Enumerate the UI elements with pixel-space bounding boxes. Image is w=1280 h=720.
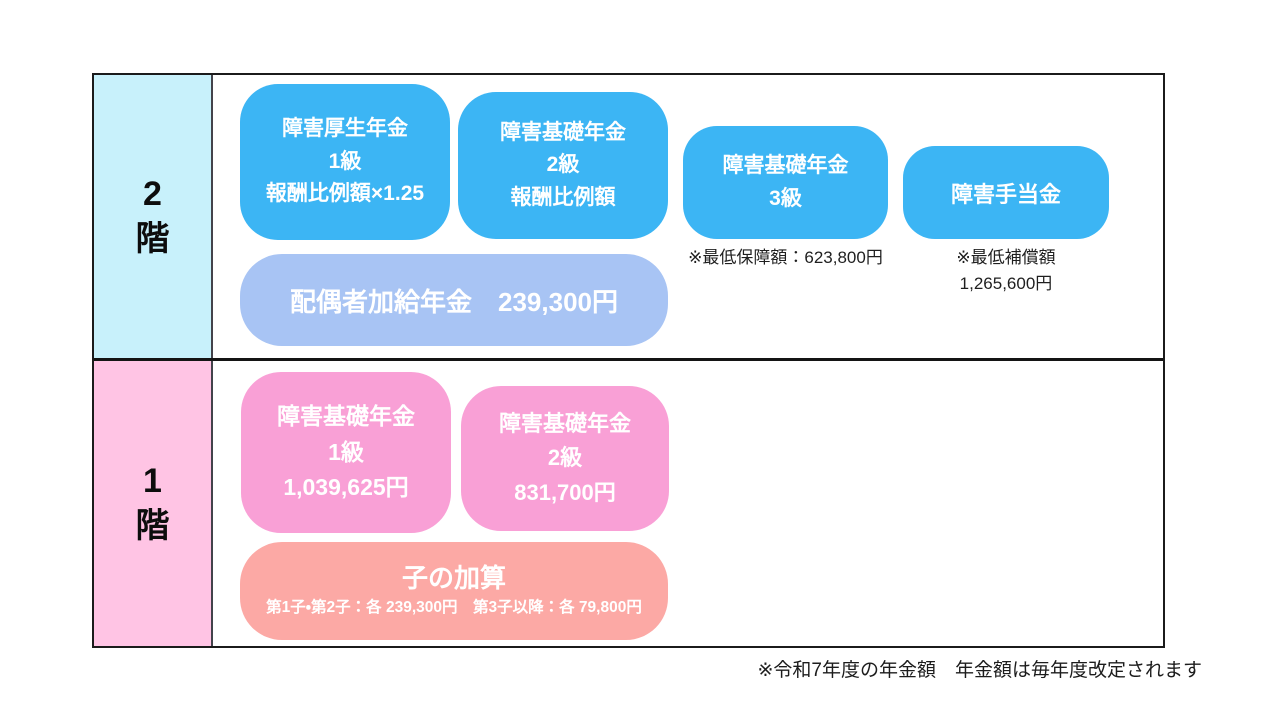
year-revision-footnote: ※令和7年度の年金額 年金額は毎年度改定されます: [757, 660, 1203, 681]
floor-divider-line: [94, 358, 1163, 361]
box-line: 2級: [546, 153, 580, 177]
box-line: 配偶者加給年金 239,300円: [290, 286, 618, 317]
box-kiso-nenkin-2kyu-lower: 障害基礎年金 2級 831,700円: [461, 386, 669, 531]
box-line: 3級: [769, 186, 802, 210]
box-kiso-nenkin-1kyu-lower: 障害基礎年金 1級 1,039,625円: [241, 372, 451, 533]
box-line: 1級: [328, 149, 362, 173]
box-line: 報酬比例額×1.25: [265, 182, 425, 206]
note-line: ※最低補償額: [956, 248, 1056, 267]
floor-1-number: 1: [143, 461, 162, 500]
box-spouse-addition: 配偶者加給年金 239,300円: [240, 254, 668, 346]
note-line: 1,265,600円: [959, 274, 1053, 294]
box-line: 障害厚生年金: [282, 117, 408, 141]
note-minimum-guarantee: ※最低保障額：623,800円: [688, 248, 883, 267]
box-line: 障害基礎年金: [498, 411, 631, 437]
box-line: 2級: [547, 445, 583, 471]
child-addition-title: 子の加算: [401, 563, 506, 594]
box-line: 障害基礎年金: [277, 403, 415, 430]
box-line: 障害基礎年金: [500, 120, 626, 144]
floor-1-cell: 1 階: [94, 361, 213, 646]
box-line: 障害基礎年金: [722, 153, 849, 177]
box-line: 1,039,625円: [283, 474, 409, 501]
note-minimum-compensation: ※最低補償額 1,265,600円: [903, 245, 1109, 298]
floor-2-kanji: 階: [135, 219, 170, 258]
floor-2-cell: 2 階: [94, 75, 213, 358]
box-line: 831,700円: [514, 479, 616, 505]
child-addition-detail: 第1子・第2子：各 239,300円 第3子以降：各 79,800円: [266, 599, 642, 617]
box-kiso-nenkin-2kyu-upper: 障害基礎年金 2級 報酬比例額: [458, 92, 668, 239]
floor-1-kanji: 階: [135, 506, 170, 545]
floor-2-number: 2: [143, 174, 162, 213]
box-line: 障害手当金: [950, 181, 1061, 207]
box-shogai-teatekin: 障害手当金: [903, 146, 1109, 239]
box-kiso-nenkin-3kyu: 障害基礎年金 3級: [683, 126, 888, 239]
box-child-addition: 子の加算 第1子・第2子：各 239,300円 第3子以降：各 79,800円: [240, 542, 668, 640]
box-kosei-nenkin-1kyu: 障害厚生年金 1級 報酬比例額×1.25: [240, 84, 450, 240]
box-line: 1級: [328, 438, 364, 465]
box-line: 報酬比例額: [510, 185, 616, 209]
